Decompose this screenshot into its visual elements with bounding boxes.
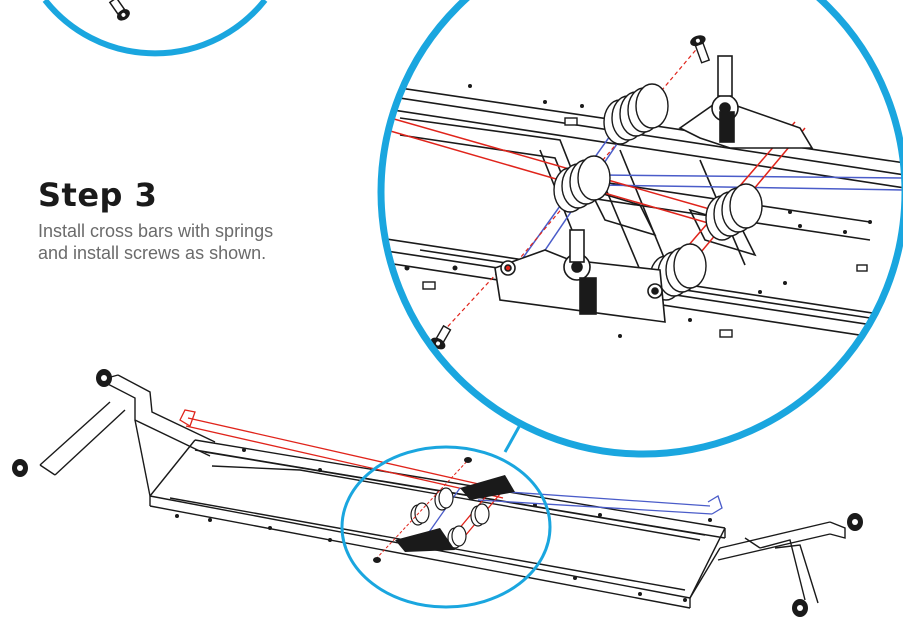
step-title: Step 3: [38, 176, 158, 214]
caster-wheel-icon: [12, 459, 28, 477]
previous-step-callout: [42, 0, 268, 57]
zoom-callout-circle: [377, 0, 903, 458]
lower-bracket: [494, 229, 666, 323]
zoom-callout: [377, 0, 903, 458]
frame-assembly-holes: [175, 448, 712, 602]
spring-icon: [553, 155, 611, 213]
small-callout-detail: [374, 457, 515, 561]
step-description: Install cross bars with springs and inst…: [38, 220, 358, 264]
caster-wheel-icon: [792, 599, 808, 617]
frame-assembly: [39, 374, 846, 609]
frame-tabs: [422, 117, 868, 338]
screw-icon: [464, 457, 472, 463]
step-description-line: Install cross bars with springs: [38, 221, 274, 241]
caster-wheel-icon: [847, 513, 863, 531]
upper-bracket: [678, 55, 814, 149]
step-description-line: and install screws as shown.: [38, 243, 267, 263]
zoom-detail-art: [381, 0, 903, 454]
callout-leader-line: [503, 424, 522, 453]
spring-icon: [603, 83, 669, 145]
small-callout-circle: [340, 445, 552, 609]
screw-icon: [690, 35, 711, 64]
callout-circle-partial: [42, 0, 268, 57]
screw-icon: [108, 0, 130, 21]
spring-icon: [705, 183, 763, 241]
screw-icon: [430, 324, 452, 350]
screw-icon: [373, 557, 381, 563]
caster-wheel-icon: [96, 369, 112, 387]
